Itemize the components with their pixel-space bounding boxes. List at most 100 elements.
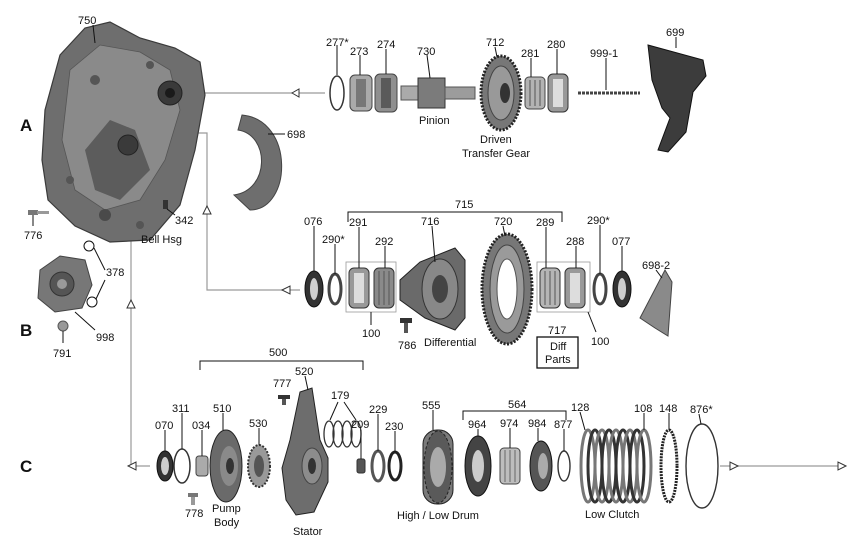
part-label-730: 730: [417, 46, 435, 58]
driven-transfer-gear-712: [479, 54, 523, 132]
thrust-washer-229: [370, 449, 386, 483]
o-ring-378b: [86, 296, 98, 308]
part-label-034: 034: [192, 420, 210, 432]
part-label-292: 292: [375, 236, 393, 248]
part-label-786: 786: [398, 340, 416, 352]
arrow-marker: [290, 88, 300, 98]
washer-209: [356, 458, 366, 474]
part-label-148: 148: [659, 403, 677, 415]
stator-520: [281, 387, 329, 516]
part-label-999-1: 999-1: [590, 48, 618, 60]
shield-698-2: [639, 268, 673, 337]
pump-body-510: [209, 429, 243, 503]
part-label-500: 500: [269, 347, 287, 359]
part-label-777: 777: [273, 378, 291, 390]
section-label-c: C: [20, 457, 32, 476]
part-label-698-2: 698-2: [642, 260, 670, 272]
part-label-290a: 290*: [322, 234, 345, 246]
section-label-a: A: [20, 116, 32, 135]
retainer-984: [529, 440, 553, 492]
part-label-342: 342: [175, 215, 193, 227]
caption-differential: Differential: [424, 337, 476, 349]
part-label-288: 288: [566, 236, 584, 248]
bearing-281: [524, 76, 546, 110]
part-label-715: 715: [455, 199, 473, 211]
part-label-289: 289: [536, 217, 554, 229]
caption-diff: Diff: [550, 341, 567, 353]
race-288: [564, 267, 586, 309]
bolt-786: [400, 318, 412, 333]
caption-parts: Parts: [545, 354, 571, 366]
caption-low-clutch: Low Clutch: [585, 509, 639, 521]
bearing-274: [374, 73, 398, 113]
bearing-230: [387, 450, 403, 482]
shim-290a: [327, 272, 343, 306]
ring-gear-720: [480, 232, 534, 346]
part-label-311: 311: [172, 403, 190, 415]
part-label-712: 712: [486, 37, 504, 49]
tool-699: [647, 44, 707, 153]
caption-bell-housing: Bell Hsg: [141, 234, 182, 246]
part-label-510: 510: [213, 403, 231, 415]
part-label-230: 230: [385, 421, 403, 433]
plug-791: [57, 320, 69, 332]
seal-076: [304, 270, 324, 308]
bracket-715: [347, 211, 563, 222]
high-low-drum-555: [422, 429, 454, 505]
caption-high-low-drum: High / Low Drum: [397, 510, 479, 522]
part-label-716: 716: [421, 216, 439, 228]
part-label-699: 699: [666, 27, 684, 39]
arrow-marker: [126, 461, 137, 471]
seal-070: [156, 450, 174, 482]
caption-transfer-gear: Transfer Gear: [462, 148, 530, 160]
diff-parts-box: [536, 336, 579, 369]
part-label-964: 964: [468, 419, 486, 431]
part-label-778: 778: [185, 508, 203, 520]
part-label-128: 128: [571, 402, 589, 414]
bolt-778: [188, 493, 198, 505]
o-ring-277: [329, 75, 345, 111]
caption-pinion: Pinion: [419, 115, 450, 127]
part-label-077: 077: [612, 236, 630, 248]
part-label-698: 698: [287, 129, 305, 141]
section-label-b: B: [20, 321, 32, 340]
part-label-974: 974: [500, 418, 518, 430]
bushing-034: [195, 455, 209, 477]
part-label-998: 998: [96, 332, 114, 344]
differential-716: [399, 247, 466, 331]
bracket-564: [462, 410, 567, 420]
low-clutch-pack: [579, 428, 653, 504]
o-ring-378a: [83, 240, 95, 252]
part-label-281: 281: [521, 48, 539, 60]
part-label-776: 776: [24, 230, 42, 242]
caption-pump: Pump: [212, 503, 241, 515]
arrow-marker: [837, 461, 848, 471]
seal-rings-179: [323, 420, 362, 448]
part-label-520: 520: [295, 366, 313, 378]
bearing-273: [349, 74, 373, 112]
part-label-720: 720: [494, 216, 512, 228]
part-label-209: 209: [351, 419, 369, 431]
shim-290b: [592, 272, 608, 306]
pump-gears-530: [247, 444, 271, 488]
part-label-274: 274: [377, 39, 395, 51]
bolt-776: [28, 210, 49, 215]
race-280: [547, 73, 569, 113]
seal-077: [612, 270, 632, 308]
part-label-100a: 100: [362, 328, 380, 340]
pinion-730: [400, 77, 476, 109]
part-label-564: 564: [508, 399, 526, 411]
plate-148: [659, 428, 679, 504]
bracket-500: [199, 360, 364, 370]
part-label-750: 750: [78, 15, 96, 27]
spring-974: [499, 447, 521, 485]
race-291: [348, 267, 370, 309]
part-label-530: 530: [249, 418, 267, 430]
part-label-290b: 290*: [587, 215, 610, 227]
caption-driven: Driven: [480, 134, 512, 146]
arrow-marker: [280, 285, 291, 295]
caption-body: Body: [214, 517, 240, 529]
shield-698: [232, 114, 283, 211]
part-label-717: 717: [548, 325, 566, 337]
bolt-777: [278, 395, 290, 405]
